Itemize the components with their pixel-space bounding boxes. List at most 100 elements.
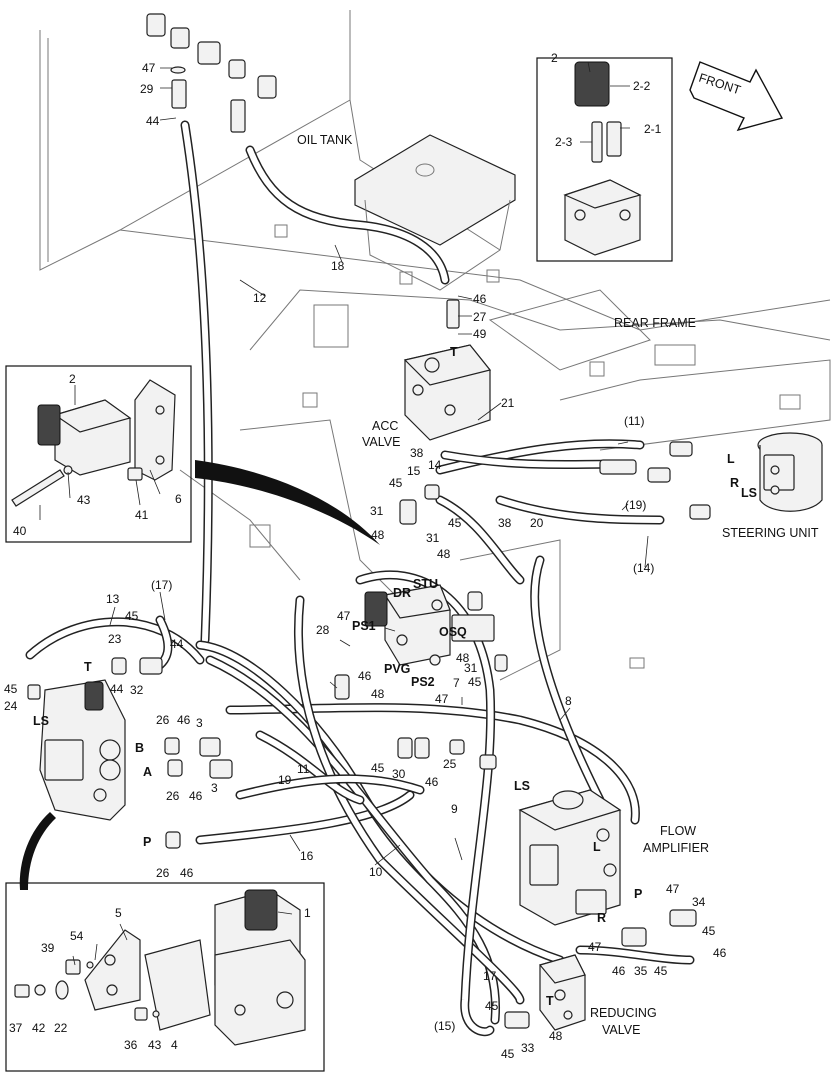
port-r-steering: R [730, 476, 739, 490]
detail-box-solenoid [536, 57, 673, 262]
port-dr: DR [393, 586, 411, 600]
callout: 48 [456, 651, 470, 665]
port-t-acc: T [450, 345, 458, 359]
callout: 43 [77, 493, 91, 507]
callout: 26 [156, 866, 170, 880]
port-ps1: PS1 [352, 619, 376, 633]
callout: 40 [13, 524, 27, 538]
callout: 5 [115, 906, 122, 920]
callout: (11) [624, 414, 644, 428]
port-t-reducing: T [546, 994, 554, 1008]
callout: 46 [612, 964, 626, 978]
callout: 45 [468, 675, 482, 689]
callout: 4 [171, 1038, 178, 1052]
callout: 6 [175, 492, 182, 506]
callout: 33 [521, 1041, 535, 1055]
flow-amplifier [518, 789, 622, 926]
priority-valve [364, 584, 495, 666]
callout: 2 [69, 372, 76, 386]
callout: 44 [110, 682, 124, 696]
port-l-flow: L [593, 840, 601, 854]
callout: 44 [146, 114, 160, 128]
callout: (19) [625, 498, 646, 512]
callout: 10 [369, 865, 383, 879]
callout: 2-3 [555, 135, 573, 149]
callout: 46 [177, 713, 191, 727]
callout: 47 [588, 940, 602, 954]
callout: 13 [106, 592, 120, 606]
acc-valve [403, 299, 492, 441]
reducing-valve-label-1: REDUCING [590, 1006, 657, 1020]
acc-valve-label-1: ACC [372, 419, 398, 433]
port-r-flow: R [597, 911, 606, 925]
callout: 31 [426, 531, 440, 545]
callout: 46 [473, 292, 487, 306]
port-osq: OSQ [439, 625, 467, 639]
reducing-valve [538, 954, 586, 1031]
callout: 2-1 [644, 122, 662, 136]
callout: 34 [692, 895, 706, 909]
oil-tank-outline [39, 10, 831, 331]
callout: 44 [170, 637, 184, 651]
callout: 36 [124, 1038, 138, 1052]
callout: 37 [9, 1021, 23, 1035]
callout: 49 [473, 327, 487, 341]
callout: 38 [498, 516, 512, 530]
callout: 27 [473, 310, 487, 324]
callout: 47 [337, 609, 351, 623]
callout: 26 [156, 713, 170, 727]
callout: 31 [464, 661, 478, 675]
callout: 47 [435, 692, 449, 706]
port-t-main: T [84, 660, 92, 674]
callout: 48 [371, 687, 385, 701]
flow-amplifier-label-1: FLOW [660, 824, 696, 838]
callout: 54 [70, 929, 84, 943]
callout: 26 [166, 789, 180, 803]
tank-fittings [146, 13, 277, 133]
callout: 45 [389, 476, 403, 490]
port-ps2: PS2 [411, 675, 435, 689]
callout: 2 [551, 51, 558, 65]
callout: 48 [437, 547, 451, 561]
callout: 47 [142, 61, 156, 75]
steering-unit [757, 432, 823, 512]
callout: 23 [108, 632, 122, 646]
main-control-valve [39, 679, 126, 821]
callout: 9 [451, 802, 458, 816]
callout: 46 [189, 789, 203, 803]
flow-amplifier-label-2: AMPLIFIER [643, 841, 709, 855]
callout: 46 [358, 669, 372, 683]
callout: 47 [666, 882, 680, 896]
port-stu: STU [413, 577, 438, 591]
acc-valve-label-2: VALVE [362, 435, 400, 449]
callout: 16 [300, 849, 314, 863]
callout: 45 [448, 516, 462, 530]
port-b: B [135, 741, 144, 755]
callout-numbers: 47 29 44 18 12 46 27 49 21 (11) (19) (14… [4, 51, 727, 1061]
steering-unit-label: STEERING UNIT [722, 526, 819, 540]
port-labels: T L R LS DR STU PS1 OSQ PVG PS2 T LS B A… [33, 345, 757, 1008]
callout: 38 [410, 446, 424, 460]
callout: 45 [371, 761, 385, 775]
callout: 45 [4, 682, 18, 696]
rear-frame-label: REAR FRAME [614, 316, 696, 330]
fittings [27, 441, 711, 1029]
pointer-arc-lower [19, 812, 56, 890]
callout: 17 [483, 969, 497, 983]
port-a: A [143, 765, 152, 779]
callout: 42 [32, 1021, 46, 1035]
callout: 3 [211, 781, 218, 795]
callout: 18 [331, 259, 345, 273]
callout: 8 [565, 694, 572, 708]
callout: 28 [316, 623, 330, 637]
callout: (17) [151, 578, 172, 592]
port-pvg: PVG [384, 662, 410, 676]
callout: 12 [253, 291, 267, 305]
pointer-arc-upper [195, 460, 380, 545]
callout: 46 [180, 866, 194, 880]
front-arrow [689, 61, 784, 132]
callout: 15 [407, 464, 421, 478]
port-l-steering: L [727, 452, 735, 466]
detail-box-mount [5, 365, 192, 543]
